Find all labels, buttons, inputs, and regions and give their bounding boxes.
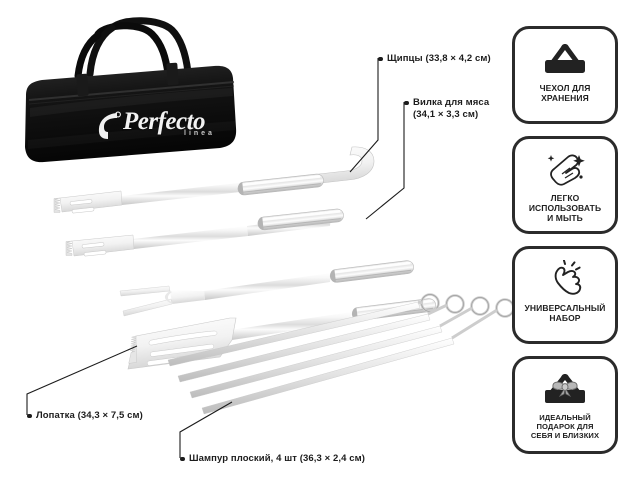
callout-dot-spatula [27, 413, 32, 418]
badge-perfect-gift-label: ИДЕАЛЬНЫЙ ПОДАРОК ДЛЯ СЕБЯ И БЛИЗКИХ [530, 413, 600, 441]
callout-spatula-text: Лопатка (34,3 × 7,5 см) [36, 410, 143, 421]
brand-logo: Perfecto linea [96, 108, 226, 148]
callout-skewers-text: Шампур плоский, 4 шт (36,3 × 2,4 см) [189, 453, 366, 464]
skewers [167, 293, 515, 415]
meat-fork [119, 260, 414, 317]
callout-tongs: Щипцы (33,8 × 4,2 см) [378, 53, 491, 65]
badge-storage-case[interactable]: ЧЕХОЛ ДЛЯ ХРАНЕНИЯ [512, 26, 618, 124]
badge-universal-set[interactable]: УНИВЕРСАЛЬНЫЙ НАБОР [512, 246, 618, 344]
logo-wordmark: Perfecto [123, 108, 206, 135]
badge-universal-set-label: УНИВЕРСАЛЬНЫЙ НАБОР [524, 303, 606, 323]
callout-dot-skewers [180, 456, 185, 461]
storage-bag [25, 17, 237, 163]
bag-icon [537, 38, 593, 80]
hand-sparkle-icon [537, 148, 593, 190]
callout-fork-text-2: (34,1 × 3,3 см) [413, 108, 479, 120]
logo-crescent-mark [98, 111, 121, 139]
product-photo [25, 17, 515, 415]
badge-perfect-gift[interactable]: ИДЕАЛЬНЫЙ ПОДАРОК ДЛЯ СЕБЯ И БЛИЗКИХ [512, 356, 618, 454]
logo-subtitle: linea [184, 130, 215, 137]
callout-dot-tongs [378, 56, 383, 61]
tongs [53, 146, 375, 257]
feature-badge-list: ЧЕХОЛ ДЛЯ ХРАНЕНИЯ ЛЕГКО ИСПОЛЬЗОВАТЬ И … [512, 26, 622, 466]
badge-storage-case-label: ЧЕХОЛ ДЛЯ ХРАНЕНИЯ [539, 83, 591, 103]
callout-fork: Вилка для мяса (34,1 × 3,3 см) [404, 97, 490, 120]
callout-skewers: Шампур плоский, 4 шт (36,3 × 2,4 см) [180, 453, 366, 465]
callout-spatula: Лопатка (34,3 × 7,5 см) [27, 410, 143, 422]
gift-bow-icon [537, 368, 593, 410]
callout-tongs-text: Щипцы (33,8 × 4,2 см) [387, 53, 491, 64]
badge-easy-use-wash-label: ЛЕГКО ИСПОЛЬЗОВАТЬ И МЫТЬ [528, 193, 602, 223]
badge-easy-use-wash[interactable]: ЛЕГКО ИСПОЛЬЗОВАТЬ И МЫТЬ [512, 136, 618, 234]
callout-fork-text: Вилка для мяса [413, 97, 490, 108]
callout-dot-fork [404, 100, 409, 105]
pointing-hand-icon [537, 258, 593, 300]
